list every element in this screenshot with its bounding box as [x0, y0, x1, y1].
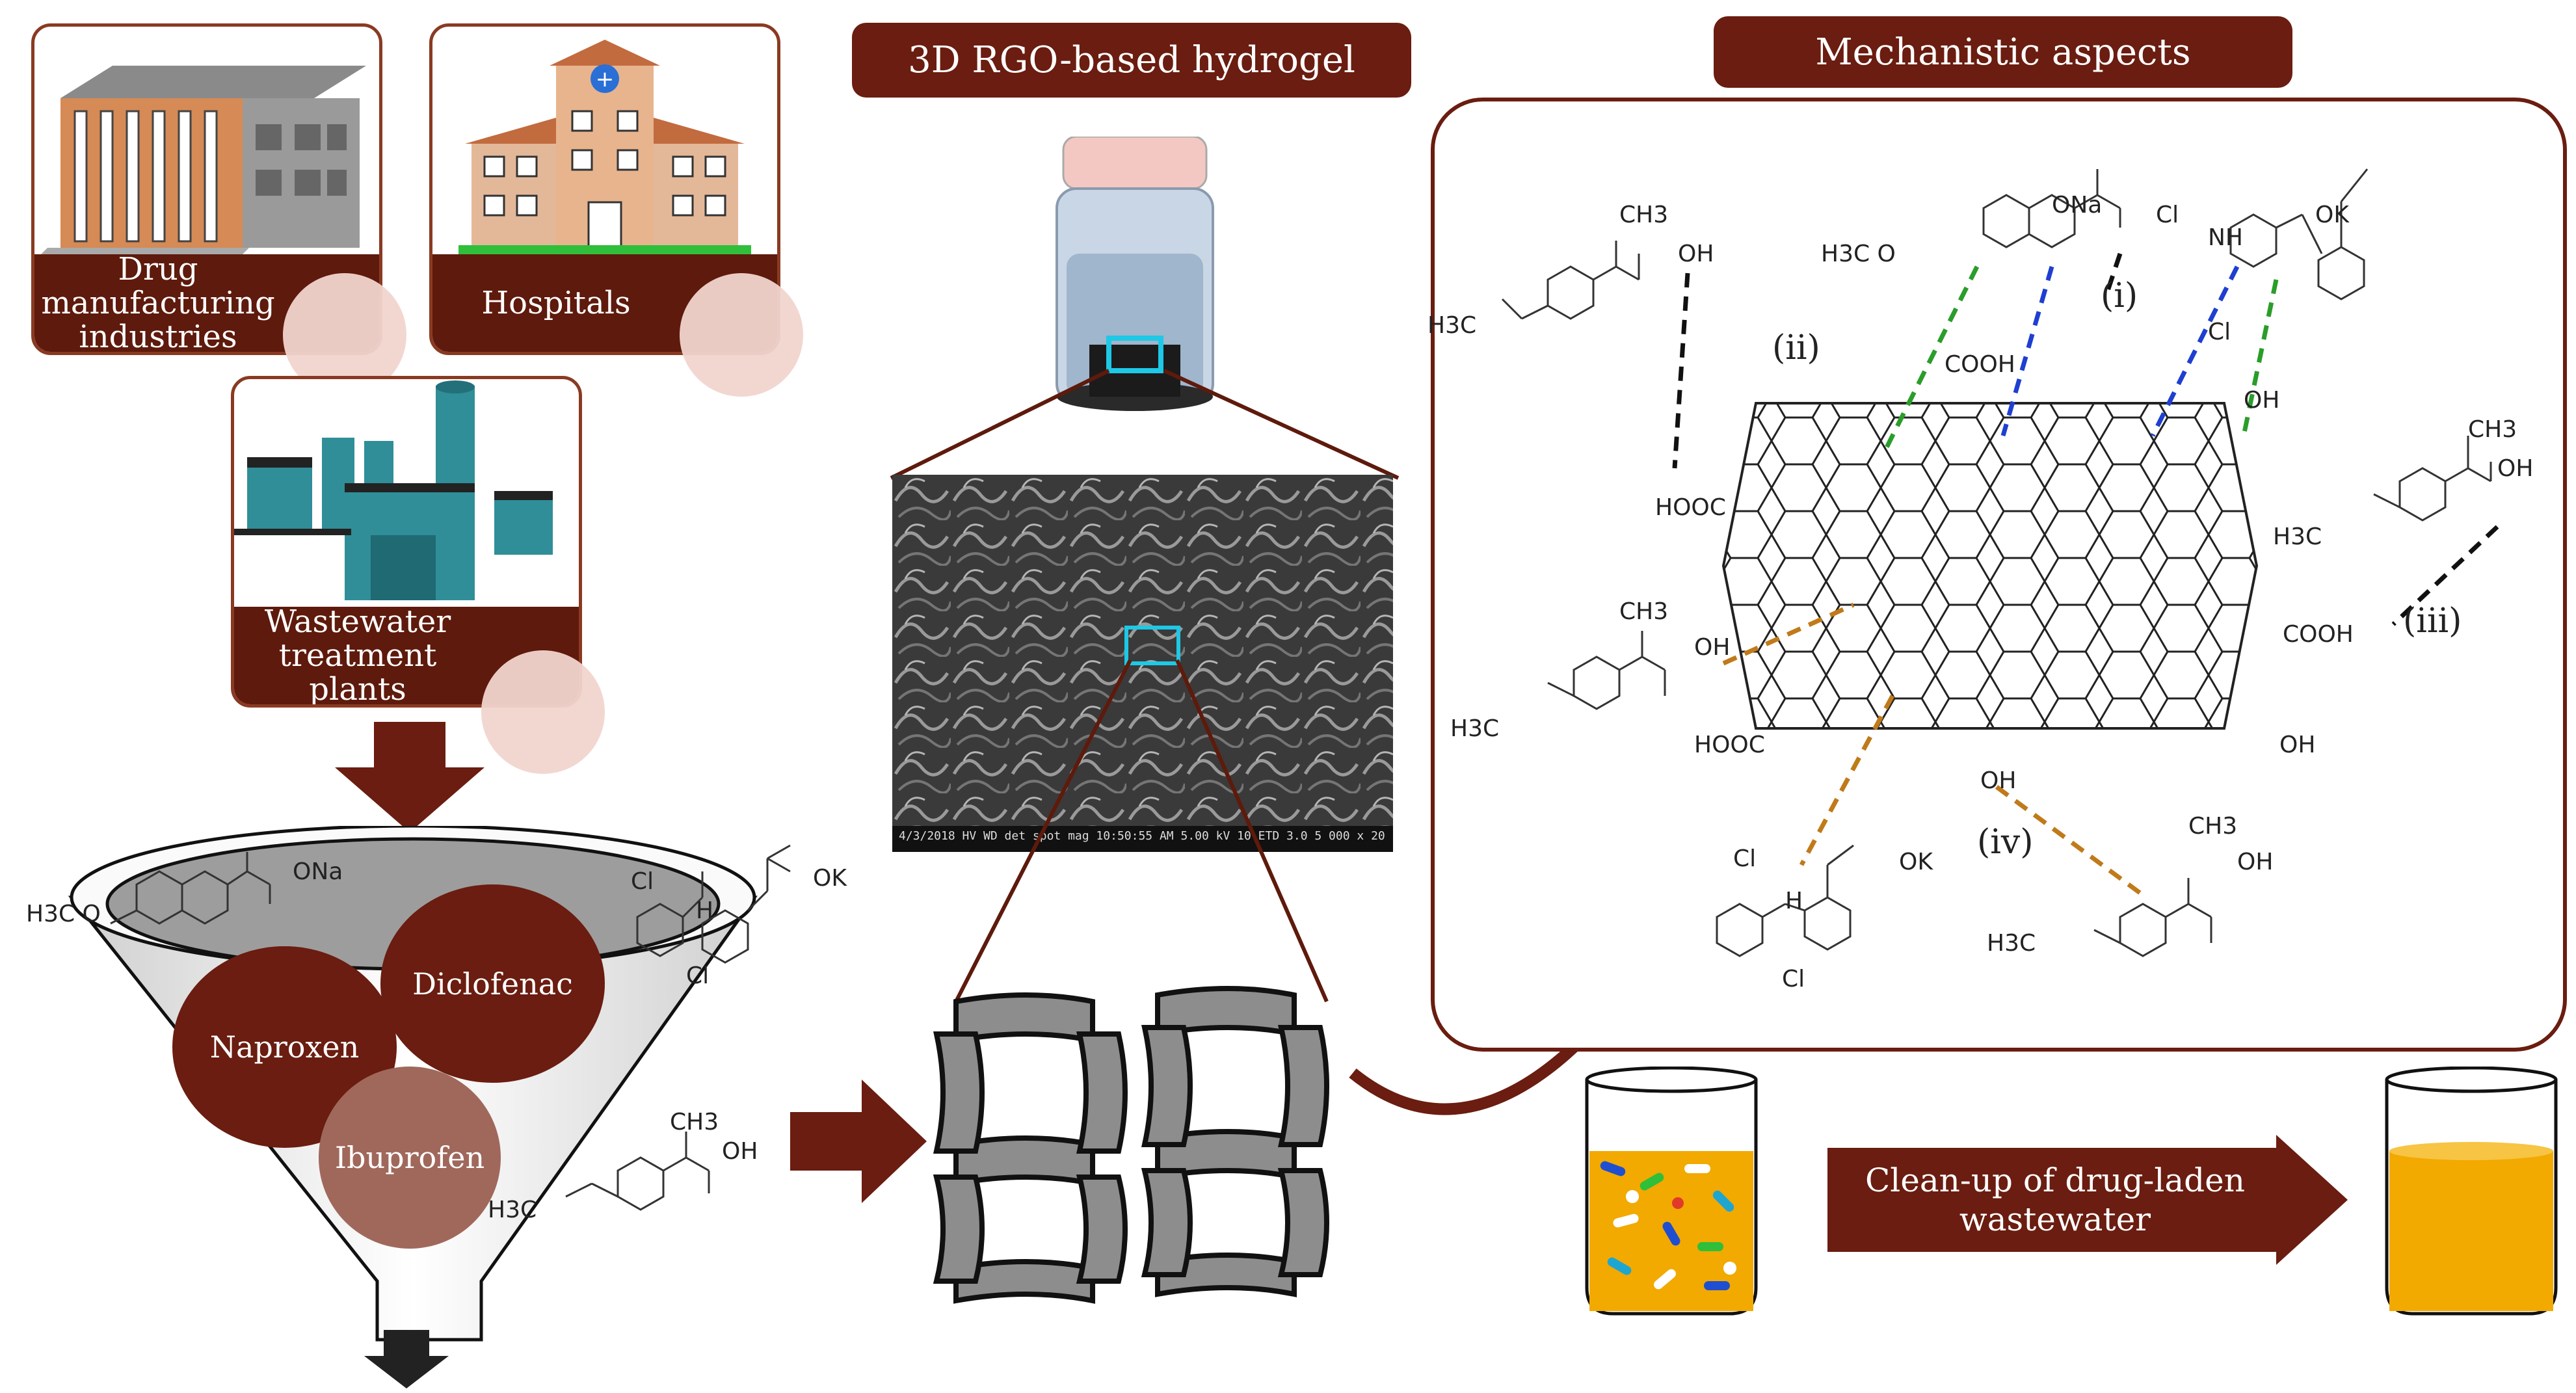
mechanism-title: Mechanistic aspects [1714, 16, 2292, 88]
label-roman-ii: (ii) [1772, 328, 1820, 367]
zoom-lines [890, 369, 1400, 480]
down-arrow-icon [335, 722, 485, 832]
label-cl: Cl [2208, 319, 2231, 345]
funnel-molecules [110, 844, 791, 1211]
cleanup-arrow [1827, 1135, 2348, 1265]
label-h3co: H3C O [1821, 241, 1896, 267]
label-ok: OK [1899, 849, 1933, 875]
label-ch3: CH3 [2468, 416, 2517, 443]
label-cooh-top: COOH [1945, 351, 2015, 378]
label-oh: OH [722, 1138, 758, 1165]
label-hooc-left: HOOC [1655, 494, 1726, 521]
label-cl: Cl [1733, 845, 1757, 872]
sem-image: 4/3/2018 HV WD det spot mag 10:50:55 AM … [892, 475, 1393, 852]
label-ch3: CH3 [1619, 202, 1669, 228]
label-ch3: CH3 [2188, 813, 2238, 840]
label-h3c: H3C [2273, 524, 2322, 550]
hydrogel-jar-icon [1056, 137, 1214, 411]
label-oh-bottom: OH [2279, 732, 2316, 758]
svg-text:+: + [596, 66, 615, 92]
decor-circle [481, 650, 605, 774]
label-h3c: H3C [1987, 930, 2036, 957]
industries-panel: Drug manufacturing industries [31, 23, 382, 355]
diclofenac-circle: Diclofenac [380, 884, 605, 1083]
label-roman-iii: (iii) [2403, 602, 2462, 641]
label-cooh-right: COOH [2283, 621, 2354, 648]
label-h3c: H3C [1427, 312, 1477, 339]
label-oh-top: OH [2244, 387, 2280, 414]
zoom-lines [954, 659, 1329, 1003]
label-h3co: H3C O [26, 901, 101, 927]
hospital-icon: + [458, 40, 751, 254]
cleanup-label: Clean-up of drug-laden wastewater [1865, 1161, 2245, 1238]
decor-circle [680, 273, 803, 397]
hospitals-panel: + Hospitals [429, 23, 780, 355]
factory-icon [34, 66, 366, 261]
label-oh: OH [2237, 849, 2274, 875]
treatment-plant-icon [234, 380, 553, 600]
label-roman-iv: (iv) [1977, 823, 2034, 862]
label-hooc-bottom: HOOC [1694, 732, 1765, 758]
label-h: H [1785, 888, 1803, 914]
label-h3c: H3C [488, 1197, 537, 1223]
label-oh: OH [1694, 634, 1731, 661]
label-ona: ONa [2052, 192, 2103, 219]
label-ch3: CH3 [1619, 598, 1669, 625]
label-roman-i: (i) [2101, 276, 2138, 315]
hydrogel-network-icon [933, 986, 1329, 1304]
label-cl: Cl [686, 962, 710, 989]
contaminated-beaker-icon [1585, 1067, 1758, 1316]
ibuprofen-circle: Ibuprofen [319, 1067, 501, 1249]
label-h3c: H3C [1450, 715, 1500, 742]
label-ok: OK [2315, 202, 2349, 228]
interaction-lines [1672, 252, 2499, 899]
label-cl: Cl [631, 868, 654, 895]
label-ch3: CH3 [670, 1109, 719, 1135]
label-ona: ONa [293, 858, 343, 885]
sem-info-bar: 4/3/2018 HV WD det spot mag 10:50:55 AM … [899, 829, 1393, 843]
hydrogel-title: 3D RGO-based hydrogel [852, 23, 1411, 98]
label-oh-mid: OH [1980, 767, 2017, 794]
down-arrow-small-icon [364, 1330, 449, 1388]
label-oh: OH [1678, 241, 1714, 267]
drug-molecules [1501, 168, 2492, 957]
label-oh: OH [2497, 455, 2534, 482]
label-ok: OK [813, 865, 847, 892]
label-nh: NH [2208, 224, 2243, 251]
right-arrow-icon [790, 1080, 927, 1203]
label-cl: Cl [2156, 202, 2179, 228]
graphene-sheet-icon [1721, 402, 2259, 730]
label-h: H [696, 897, 714, 924]
label-cl: Cl [1782, 966, 1805, 992]
clean-beaker-icon [2385, 1067, 2558, 1316]
